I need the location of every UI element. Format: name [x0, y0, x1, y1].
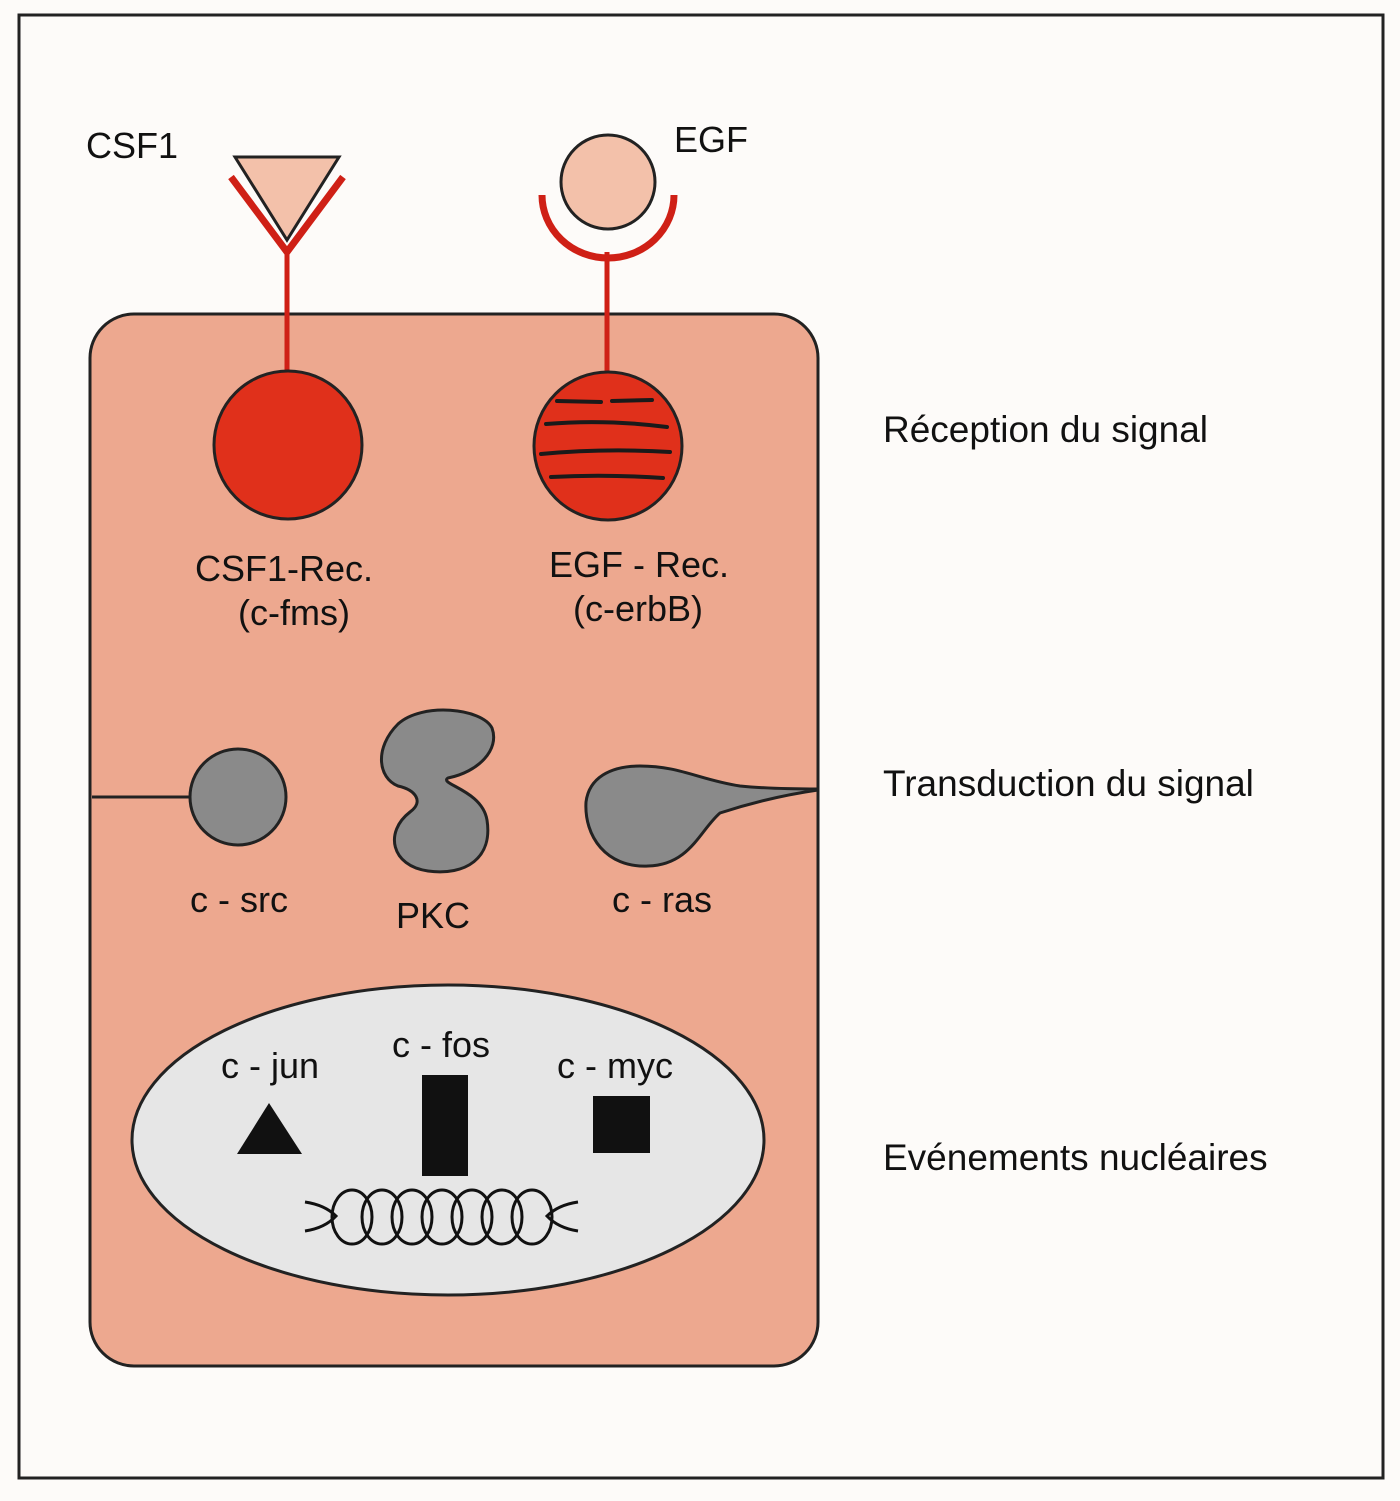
stage-transduction-label: Transduction du signal: [883, 763, 1254, 804]
csf1-label: CSF1: [86, 125, 178, 166]
csf1-rec-label: CSF1-Rec.: [195, 548, 373, 589]
c-ras-protein: [584, 764, 820, 868]
egf-receptor-body: [532, 370, 684, 522]
c-jun-triangle-icon: [237, 1103, 302, 1154]
c-jun-label: c - jun: [221, 1045, 319, 1086]
dna-helix-icon: [304, 1188, 579, 1246]
csf1-receptor-body: [212, 369, 364, 521]
stage-reception-label: Réception du signal: [883, 409, 1208, 450]
c-src-label: c - src: [190, 879, 288, 920]
c-fos-bar-icon: [422, 1075, 468, 1176]
egf-receptor-stripes: [539, 398, 672, 480]
csf1-rec-gene-label: (c-fms): [238, 592, 350, 633]
csf1-ligand-triangle-icon: [232, 155, 342, 243]
pkc-protein: [380, 708, 496, 874]
c-fos-label: c - fos: [392, 1024, 490, 1065]
stage-nuclear-label: Evénements nucléaires: [883, 1137, 1268, 1178]
pkc-label: PKC: [396, 895, 470, 936]
egf-ligand-circle-icon: [559, 133, 657, 231]
figure-frame: [17, 13, 1385, 1480]
c-myc-label: c - myc: [557, 1045, 673, 1086]
c-ras-label: c - ras: [612, 879, 712, 920]
c-src-protein: [188, 747, 288, 847]
c-myc-square-icon: [593, 1096, 650, 1153]
egf-label: EGF: [674, 119, 748, 160]
egf-rec-label: EGF - Rec.: [549, 544, 729, 585]
egf-rec-gene-label: (c-erbB): [573, 588, 703, 629]
